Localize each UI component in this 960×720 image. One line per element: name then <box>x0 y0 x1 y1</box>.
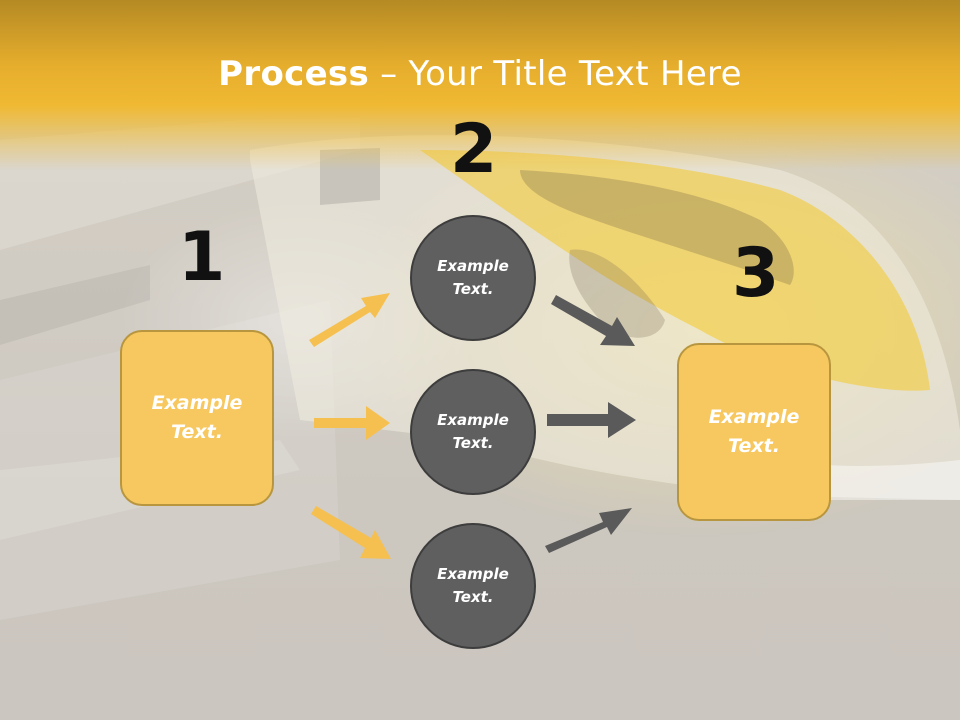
step-2-circle-3: Example Text. <box>410 523 536 649</box>
slide-title: Process – Your Title Text Here <box>0 54 960 94</box>
yellow-arrow-right <box>314 406 390 440</box>
step-1-box: Example Text. <box>120 330 274 506</box>
step-3-box: Example Text. <box>677 343 831 521</box>
gray-arrow-right <box>547 402 636 438</box>
step-2-number: 2 <box>450 110 498 189</box>
step-3-number: 3 <box>732 234 780 313</box>
step-2-circle-2-label: Example Text. <box>437 411 509 452</box>
yellow-arrow-up <box>309 293 390 347</box>
title-strong: Process <box>218 54 370 94</box>
step-2-circle-3-label: Example Text. <box>437 565 509 606</box>
step-2-circle-1-label: Example Text. <box>437 257 509 298</box>
step-2-circle-1: Example Text. <box>410 215 536 341</box>
title-rest: – Your Title Text Here <box>369 54 742 94</box>
title-band <box>0 0 960 170</box>
step-3-label: Example Text. <box>708 406 800 457</box>
yellow-arrow-down <box>311 506 391 559</box>
step-2-circle-2: Example Text. <box>410 369 536 495</box>
gray-arrow-up <box>545 508 632 553</box>
step-1-number: 1 <box>178 218 226 297</box>
step-1-label: Example Text. <box>151 392 243 443</box>
gray-arrow-down <box>551 295 635 346</box>
